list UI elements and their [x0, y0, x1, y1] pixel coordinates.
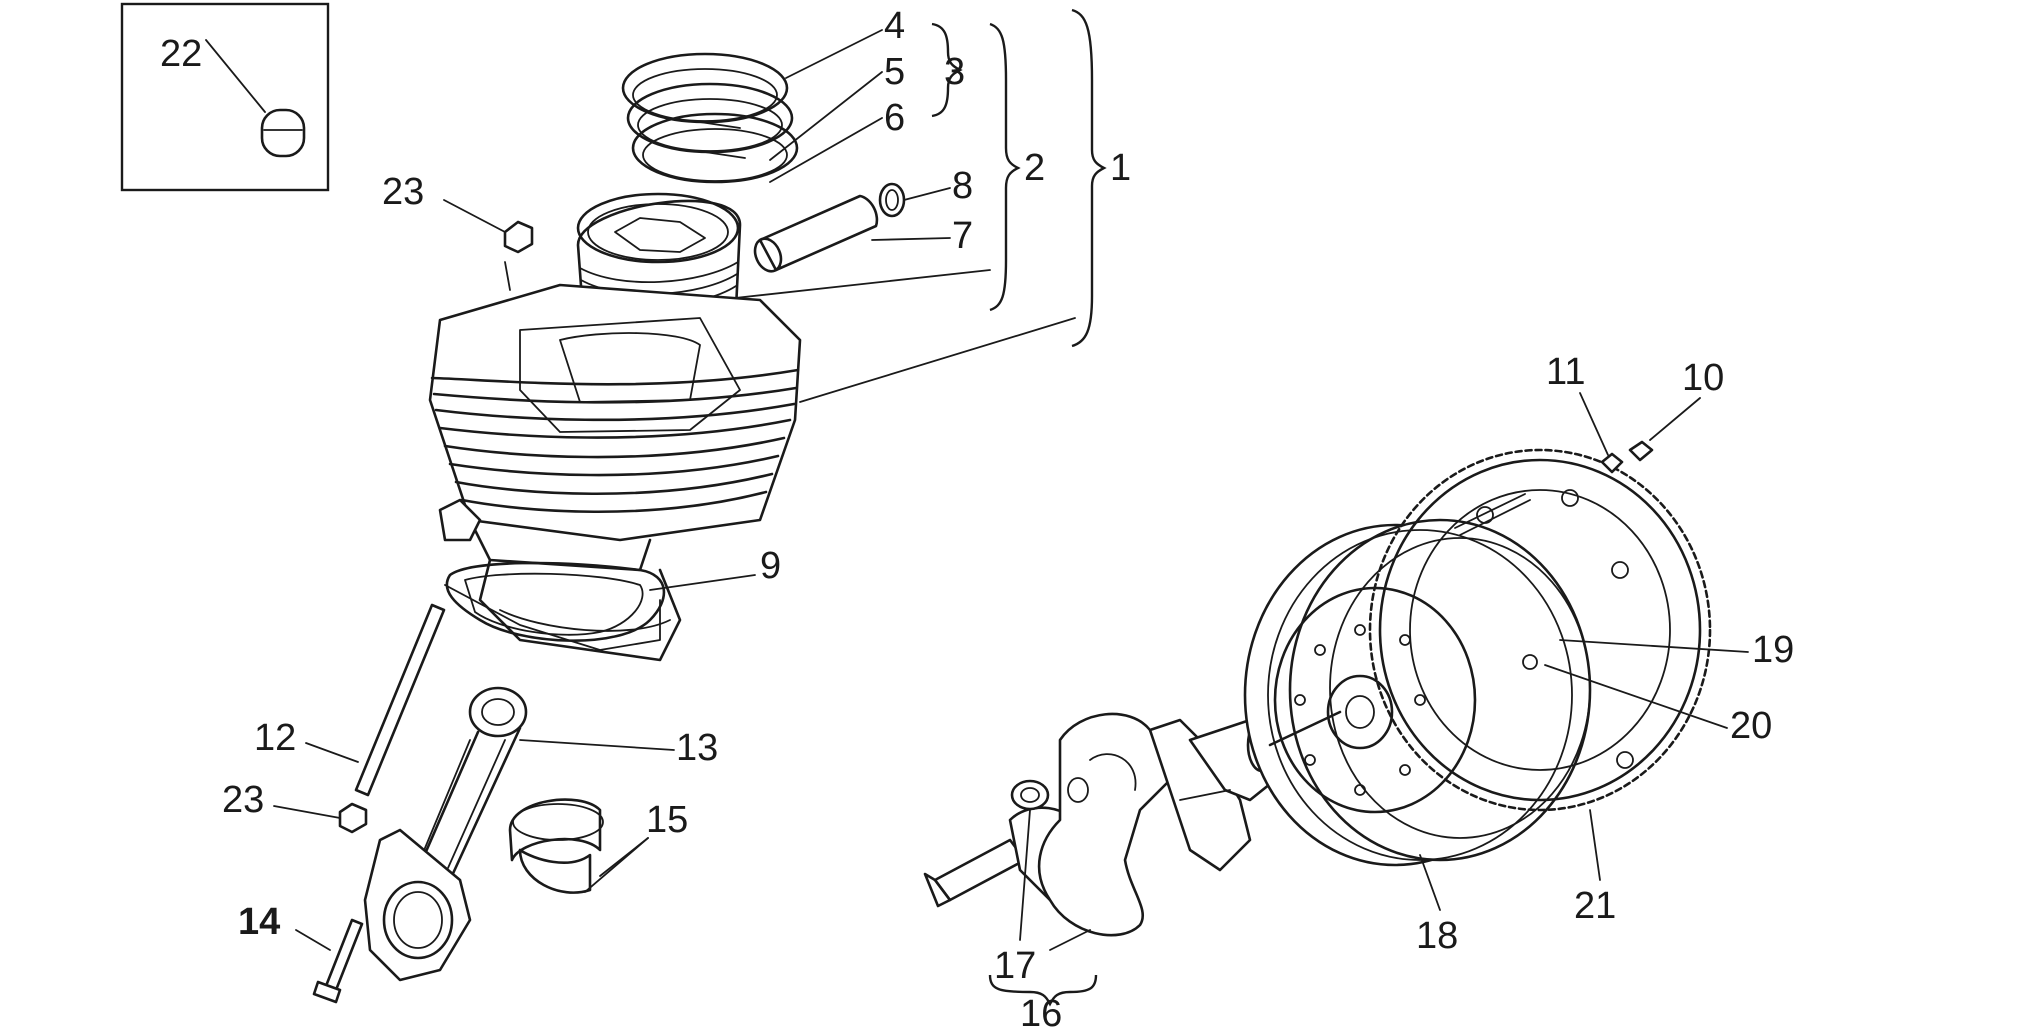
crankshaft: [923, 712, 1278, 937]
label-part-13: 13: [676, 727, 718, 769]
callout-labels: 22 4 5 3 6 2 1 8 7 23 9 12 13 23 15 14 1…: [160, 5, 1794, 1029]
washer: [1010, 779, 1050, 811]
piston-pin: [753, 194, 879, 273]
label-part-8: 8: [952, 165, 973, 207]
connecting-rod: [363, 686, 528, 982]
label-part-17: 17: [994, 945, 1036, 987]
label-part-11: 11: [1546, 351, 1585, 393]
label-part-3: 3: [944, 51, 965, 93]
leader-lines: [273, 8, 1749, 1007]
conrod-bolt: [312, 918, 364, 1004]
flywheel: [1243, 518, 1592, 867]
label-part-22: 22: [160, 33, 202, 75]
label-part-23-upper: 23: [382, 171, 424, 213]
label-part-20: 20: [1730, 705, 1772, 747]
label-part-15: 15: [646, 799, 688, 841]
circlip: [878, 182, 906, 218]
label-part-7: 7: [952, 215, 973, 257]
label-part-21: 21: [1574, 885, 1616, 927]
flywheel-bolt: [1600, 440, 1654, 474]
label-part-2: 2: [1024, 147, 1045, 189]
cylinder-gasket: [445, 561, 666, 642]
piston-rings: [621, 52, 799, 184]
label-part-12: 12: [254, 717, 296, 759]
label-part-1: 1: [1110, 147, 1131, 189]
label-part-14: 14: [238, 901, 280, 943]
inset-box-part-22: [120, 2, 330, 192]
ring-gear: [1368, 448, 1712, 812]
label-part-5: 5: [884, 51, 905, 93]
nut-23-lower: [338, 802, 368, 834]
bearing-shells: [508, 798, 604, 894]
stud-bolt: [354, 603, 446, 797]
label-part-23-lower: 23: [222, 779, 264, 821]
label-part-19: 19: [1752, 629, 1794, 671]
label-part-18: 18: [1416, 915, 1458, 957]
label-part-16: 16: [1020, 993, 1062, 1029]
nut-23-upper: [503, 220, 534, 291]
label-part-4: 4: [884, 5, 905, 47]
label-part-10: 10: [1682, 357, 1724, 399]
label-part-9: 9: [760, 545, 781, 587]
label-part-6: 6: [884, 97, 905, 139]
cylinder: [428, 283, 802, 662]
